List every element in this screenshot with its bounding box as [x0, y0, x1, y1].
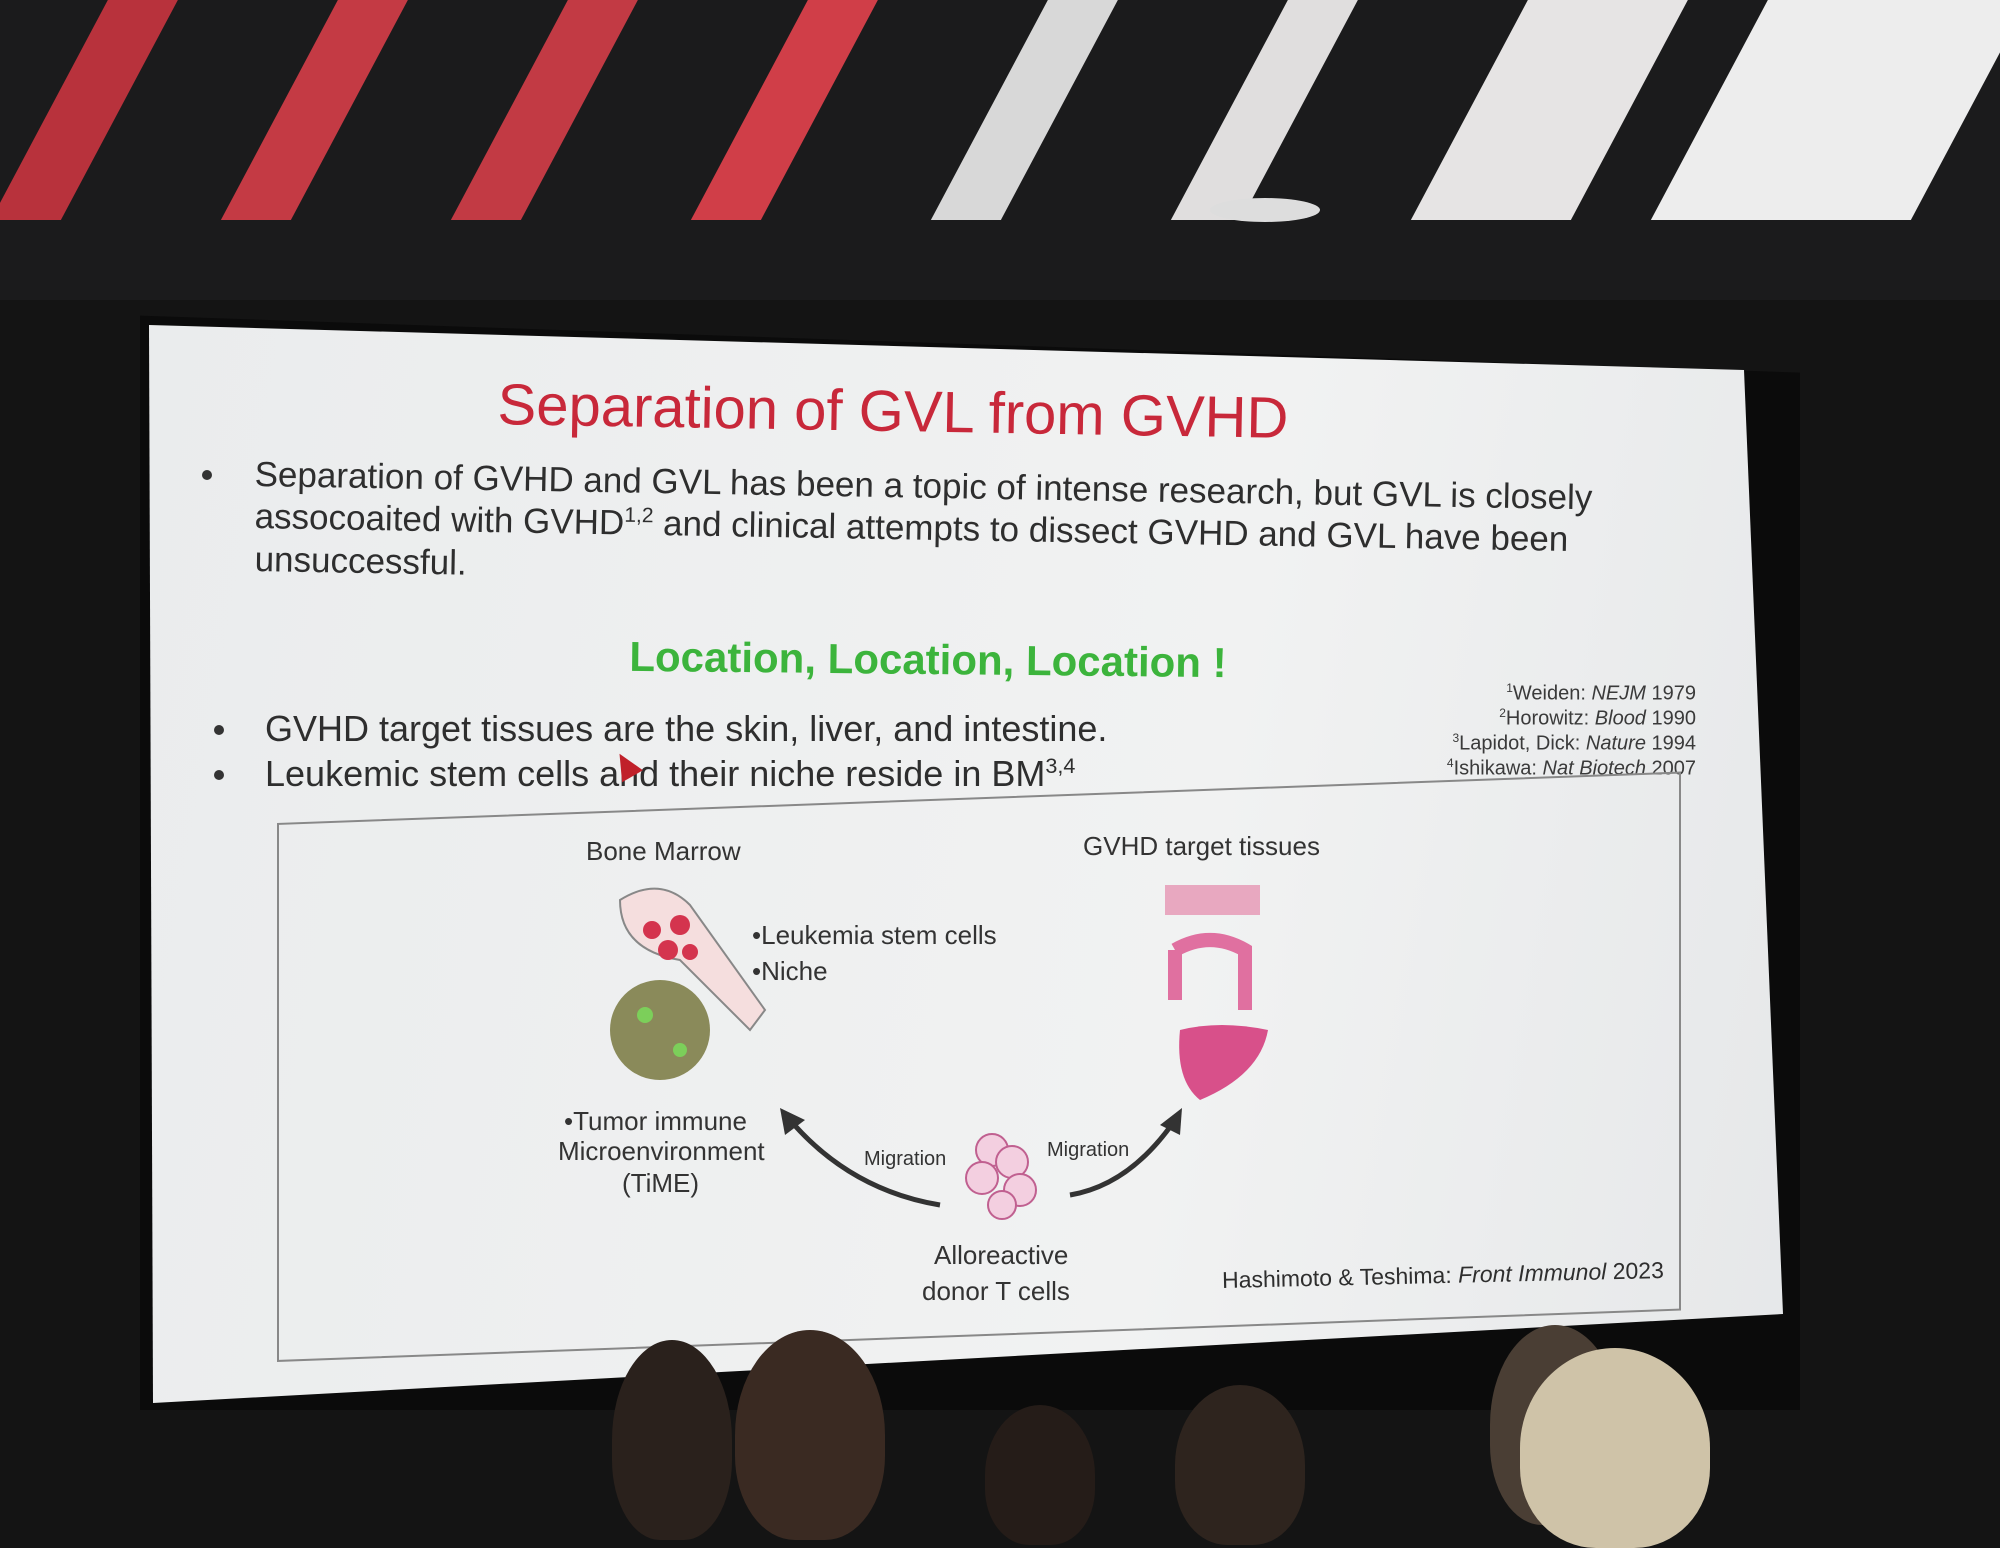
- tcells-label-1: Alloreactive: [934, 1240, 1069, 1270]
- audience-head: [985, 1405, 1095, 1545]
- reference: 2Horowitz: Blood 1990: [1499, 706, 1696, 730]
- migration-arrows: [780, 1108, 1182, 1220]
- ceiling-slat: [1650, 0, 2000, 220]
- time-label-3: (TiME): [622, 1168, 700, 1198]
- ceiling-slat: [450, 0, 660, 220]
- audience-head: [735, 1330, 885, 1540]
- gvhd-tissues-label: GVHD target tissues: [1083, 831, 1320, 861]
- slide-title: Separation of GVL from GVHD: [497, 372, 1289, 451]
- ceiling: [0, 0, 2000, 300]
- audience-head: [1175, 1385, 1305, 1545]
- migration-right-label: Migration: [1047, 1139, 1130, 1161]
- projected-slide: [149, 325, 1783, 1403]
- time-label-1: •Tumor immune: [564, 1106, 747, 1136]
- audience-head: [612, 1340, 732, 1540]
- bullet-dot: [214, 770, 224, 780]
- lsc-label: •Leukemia stem cells: [752, 920, 997, 950]
- ceiling-slat: [1410, 0, 1710, 220]
- niche-label: •Niche: [752, 956, 828, 986]
- tcells-label-2: donor T cells: [922, 1276, 1070, 1306]
- bone-marrow-illustration: [610, 887, 767, 1080]
- ceiling-slat: [1170, 0, 1380, 220]
- bullet1-line3: unsuccessful.: [254, 540, 468, 583]
- reference: 3Lapidot, Dick: Nature 1994: [1452, 731, 1696, 755]
- ceiling-slat: [690, 0, 900, 220]
- bullet-dot: [202, 470, 212, 480]
- ceiling-slat: [930, 0, 1140, 220]
- ceiling-slat: [220, 0, 430, 220]
- bullet2: GVHD target tissues are the skin, liver,…: [265, 708, 1108, 749]
- ceiling-slat: [0, 0, 200, 220]
- reference: 1Weiden: NEJM 1979: [1506, 681, 1696, 705]
- time-label-2: Microenvironment: [558, 1136, 765, 1166]
- bone-marrow-label: Bone Marrow: [586, 836, 741, 866]
- bullet-dot: [214, 725, 224, 735]
- audience-head: [1520, 1348, 1710, 1548]
- migration-left-label: Migration: [864, 1148, 947, 1170]
- bullet3: Leukemic stem cells and their niche resi…: [265, 753, 1076, 794]
- location-heading: Location, Location, Location !: [629, 632, 1227, 687]
- gvhd-organs-illustration: [1165, 885, 1268, 1100]
- ceiling-light: [1210, 198, 1320, 222]
- reference: 4Ishikawa: Nat Biotech 2007: [1446, 756, 1696, 780]
